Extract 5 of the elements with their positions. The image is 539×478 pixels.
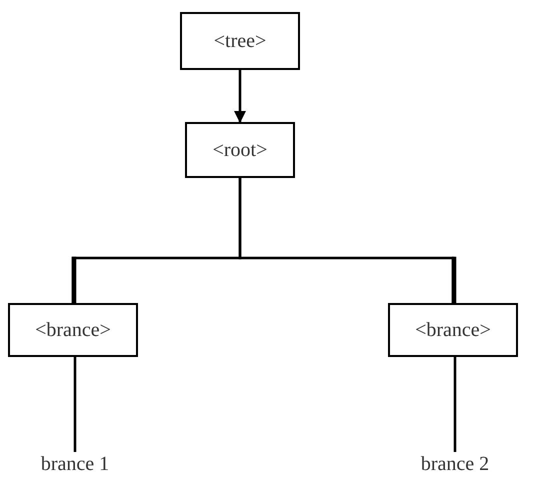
node-box: <tree> <box>180 12 300 70</box>
arrow <box>234 70 246 123</box>
node-box: <brance> <box>8 303 138 357</box>
node-box: <root> <box>185 122 295 178</box>
node-box: <brance> <box>388 303 518 357</box>
